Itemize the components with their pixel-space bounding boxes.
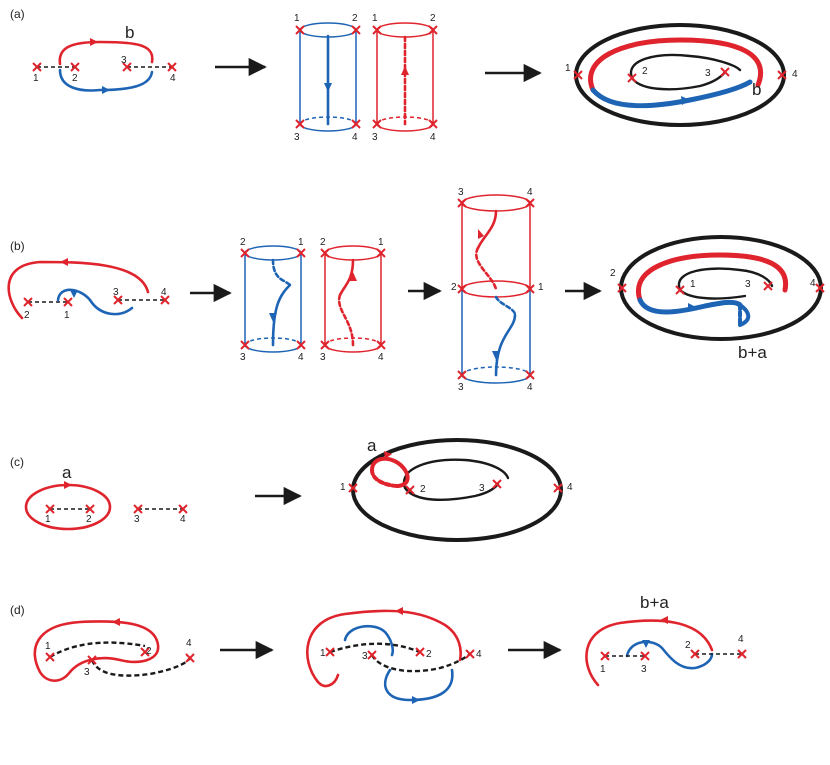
svg-text:3: 3 [372,132,378,143]
torus-a-curve-label: b [752,80,761,99]
panel-b: (b) 2 1 3 4 2 1 3 [7,187,825,393]
panel-d-label: (d) [10,603,25,617]
svg-text:2: 2 [420,484,426,495]
branch-cuts-d3: 1 3 2 4 [600,634,747,675]
svg-text:3: 3 [641,664,647,675]
blue-cylinder-a: 1 2 3 4 [294,13,361,143]
branch-cuts-b: 2 1 3 4 [23,287,170,321]
svg-text:2: 2 [240,237,246,248]
svg-text:1: 1 [45,514,51,525]
svg-text:3: 3 [458,187,464,198]
svg-text:1: 1 [538,282,544,293]
panel-a-label: (a) [10,7,25,21]
svg-text:4: 4 [792,69,798,80]
svg-text:4: 4 [378,352,384,363]
svg-text:1: 1 [33,73,39,84]
svg-text:4: 4 [527,382,533,393]
svg-text:1: 1 [298,237,304,248]
torus-c-curve-label: a [367,436,377,455]
curve-a-loop [24,483,112,531]
svg-text:2: 2 [610,268,616,279]
result-b-plus-a-label: b+a [640,593,669,612]
diagram-d3: b+a 1 3 2 4 [585,593,747,687]
svg-text:2: 2 [451,282,457,293]
svg-text:1: 1 [565,63,571,74]
branch-cuts-c: 1 2 3 4 [45,504,188,525]
svg-text:3: 3 [134,514,140,525]
svg-text:4: 4 [161,287,167,298]
svg-text:4: 4 [298,352,304,363]
red-cylinder-a: 1 2 3 4 [372,13,438,143]
svg-text:2: 2 [685,640,691,651]
svg-text:3: 3 [745,279,751,290]
svg-text:4: 4 [527,187,533,198]
torus-a: 1 4 2 3 b [565,23,798,127]
svg-text:1: 1 [45,641,51,652]
svg-text:3: 3 [458,382,464,393]
svg-text:2: 2 [642,66,648,77]
svg-text:4: 4 [180,514,186,525]
panel-c-label: (c) [10,455,24,469]
stacked-cylinders-b: 3 4 2 1 3 4 [451,187,544,393]
panel-b-label: (b) [10,239,25,253]
panel-d: (d) 1 2 3 4 1 2 [10,593,747,704]
blue-cylinder-b: 2 1 3 4 [240,237,306,363]
svg-text:1: 1 [64,310,70,321]
svg-text:3: 3 [479,483,485,494]
svg-text:4: 4 [186,638,192,649]
branch-cuts-a: 1 2 3 4 [32,55,177,84]
svg-text:2: 2 [86,514,92,525]
svg-text:2: 2 [430,13,436,24]
curve-b-plus-a-red-b [7,260,150,320]
svg-text:3: 3 [294,132,300,143]
svg-text:3: 3 [362,651,368,662]
svg-text:1: 1 [600,664,606,675]
diagram-d2: 1 2 3 4 [306,607,482,704]
torus-b: 2 4 1 3 b+a [610,235,825,362]
svg-text:4: 4 [170,73,176,84]
svg-text:3: 3 [320,352,326,363]
svg-text:3: 3 [705,68,711,79]
curve-b-red [58,40,154,66]
svg-text:4: 4 [476,649,482,660]
svg-text:1: 1 [372,13,378,24]
svg-text:4: 4 [352,132,358,143]
svg-text:3: 3 [113,287,119,298]
svg-text:4: 4 [738,634,744,645]
svg-text:2: 2 [320,237,326,248]
svg-text:1: 1 [340,482,346,493]
curve-a-label: a [62,463,72,482]
curve-b-blue [58,68,154,92]
panel-a: (a) b 1 2 3 4 1 2 [10,7,798,143]
svg-text:2: 2 [352,13,358,24]
svg-text:3: 3 [240,352,246,363]
torus-c: 1 4 2 3 a [340,436,573,542]
diagram-d1: 1 2 3 4 [33,618,195,682]
curve-b-plus-a-blue-b [56,288,134,316]
svg-text:1: 1 [320,648,326,659]
svg-text:4: 4 [810,278,816,289]
panel-c: (c) a 1 2 3 4 1 4 2 3 a [10,436,573,542]
curve-b-label: b [125,23,134,42]
svg-text:2: 2 [146,646,152,657]
svg-text:3: 3 [84,667,90,678]
svg-text:2: 2 [24,310,30,321]
svg-text:4: 4 [567,482,573,493]
svg-text:1: 1 [294,13,300,24]
torus-b-curve-label: b+a [738,343,767,362]
red-cylinder-b: 2 1 3 4 [320,237,386,363]
svg-text:2: 2 [72,73,78,84]
svg-text:3: 3 [121,55,127,66]
svg-text:4: 4 [430,132,436,143]
svg-text:1: 1 [690,279,696,290]
svg-text:1: 1 [378,237,384,248]
svg-text:2: 2 [426,649,432,660]
